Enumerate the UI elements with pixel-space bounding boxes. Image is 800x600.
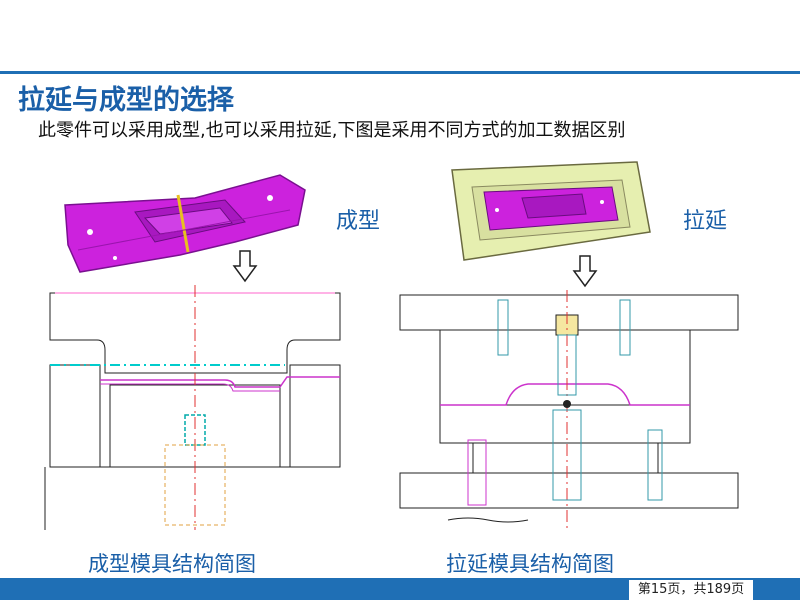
drawing-die-drawing xyxy=(399,290,739,530)
header-rule xyxy=(0,71,800,74)
formed-label: 成型 xyxy=(336,209,381,234)
page-number: 第15页，共189页 xyxy=(629,580,753,600)
slide-subtitle: 此零件可以采用成型,也可以采用拉延,下图是采用不同方式的加工数据区别 xyxy=(38,120,626,141)
footer-bar xyxy=(0,578,800,600)
slide-title: 拉延与成型的选择 xyxy=(18,85,234,116)
forming-die-caption: 成型模具结构简图 xyxy=(88,552,256,576)
drawn-label: 拉延 xyxy=(683,209,728,234)
down-arrow-icon xyxy=(232,250,258,283)
forming-die-drawing xyxy=(44,285,341,530)
formed-part-image xyxy=(64,174,306,273)
down-arrow-icon xyxy=(572,255,598,288)
drawing-die-caption: 拉延模具结构简图 xyxy=(446,552,614,576)
drawn-part-image xyxy=(451,161,651,261)
